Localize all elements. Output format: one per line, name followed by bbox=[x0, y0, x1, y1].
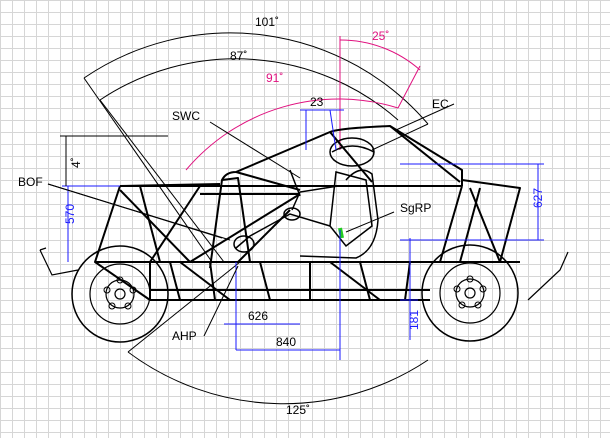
angle-125-label: 125˚ bbox=[286, 403, 310, 417]
arc-101 bbox=[83, 32, 429, 125]
dim-570-label: 570 bbox=[63, 204, 77, 224]
dim-181-label: 181 bbox=[407, 310, 421, 330]
angle-87-label: 87˚ bbox=[230, 49, 247, 63]
sgrp-label: SgRP bbox=[400, 201, 431, 215]
arms bbox=[291, 185, 339, 211]
legs bbox=[235, 213, 331, 249]
dimension-lines bbox=[62, 109, 544, 360]
steering bbox=[289, 169, 301, 197]
seat-and-driver bbox=[233, 137, 379, 259]
arc-87 bbox=[99, 58, 399, 121]
arc-91 bbox=[185, 98, 399, 171]
angle-101-label: 101˚ bbox=[255, 15, 279, 29]
rear-wheel bbox=[421, 244, 519, 342]
angle-arcs bbox=[83, 32, 429, 405]
hip-marker bbox=[338, 227, 344, 239]
ahp-label: AHP bbox=[172, 329, 197, 343]
dim-627-label: 627 bbox=[531, 188, 545, 208]
knee bbox=[283, 207, 301, 221]
front-wheel bbox=[71, 245, 169, 343]
arc-125 bbox=[127, 351, 429, 405]
angle-91-label: 91˚ bbox=[266, 71, 283, 85]
dim-4-label: 4˚ bbox=[69, 157, 83, 168]
bof-label: BOF bbox=[18, 175, 43, 189]
chassis-frame bbox=[94, 125, 521, 301]
helmet bbox=[329, 137, 375, 167]
dim-23-label: 23 bbox=[310, 95, 324, 109]
seat bbox=[299, 169, 379, 259]
arc-25 bbox=[339, 39, 421, 71]
angle-reference-lines bbox=[83, 77, 429, 353]
ground-line bbox=[39, 247, 569, 301]
dim-626-label: 626 bbox=[248, 309, 268, 323]
swc-label: SWC bbox=[172, 109, 200, 123]
dim-840-label: 840 bbox=[276, 335, 296, 349]
foot bbox=[233, 235, 255, 253]
torso bbox=[329, 171, 373, 248]
ec-label: EC bbox=[432, 97, 449, 111]
angle-arcs-magenta bbox=[185, 36, 421, 171]
leader-lines bbox=[47, 103, 455, 337]
angle-25-label: 25˚ bbox=[372, 29, 389, 43]
